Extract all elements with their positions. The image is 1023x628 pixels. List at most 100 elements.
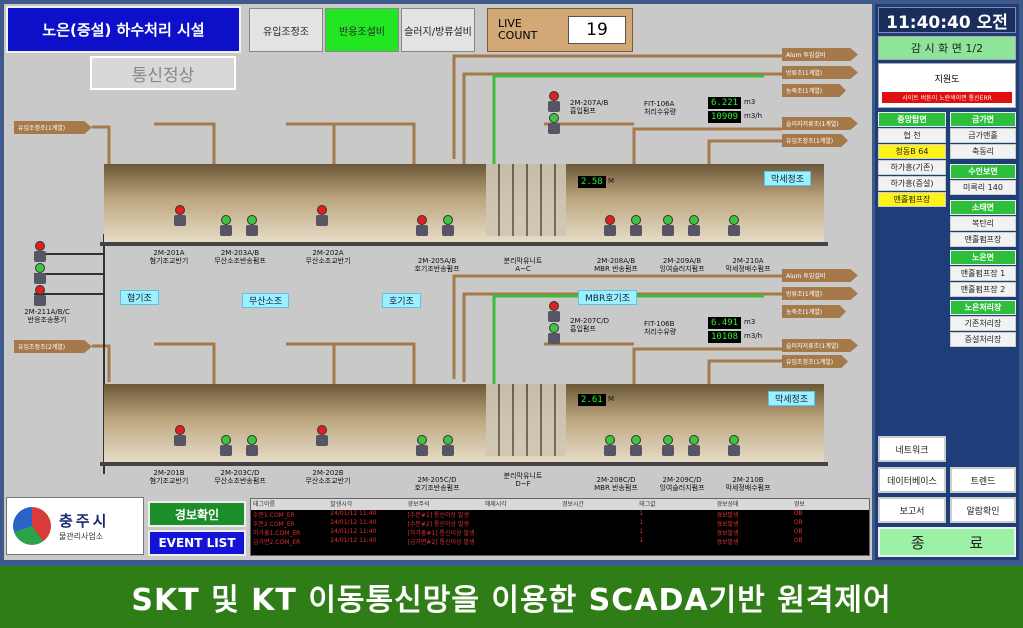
screen-title[interactable]: 감 시 화 면 1/2 (878, 36, 1016, 60)
blower-name: 2M-211A/B/C (24, 308, 70, 316)
table-cell (560, 510, 637, 519)
pump-203d[interactable] (244, 434, 260, 456)
zone-anoxic[interactable]: 무산소조 (242, 293, 290, 308)
pump-203c[interactable] (218, 434, 234, 456)
site-button[interactable]: 하가흥(증설) (878, 176, 946, 191)
table-cell (483, 510, 560, 519)
blower-211b[interactable] (32, 262, 48, 284)
pump-207b[interactable] (546, 112, 562, 134)
table-cell: 24/01/12 11:40 (330, 519, 377, 526)
pump-207a[interactable] (546, 90, 562, 112)
outlet-discharge[interactable]: 방류조(1계열) (782, 66, 858, 79)
pump-209d[interactable] (686, 434, 702, 456)
inflow-upper[interactable]: 유입조정조(1계열) (14, 121, 92, 134)
mixer-202a[interactable] (314, 204, 330, 226)
outlet-sludge[interactable]: 슬러지저류조(1계열) (782, 117, 858, 130)
outlet-inflow[interactable]: 유입조정조(1계열) (782, 134, 848, 147)
site-button[interactable]: 금가맨홀 (950, 128, 1016, 143)
outlet-thickener-lower[interactable]: 농축조(1계열) (782, 305, 846, 318)
pump-203b[interactable] (244, 214, 260, 236)
table-cell: [수문#1] 통신이상 발생 (407, 512, 470, 519)
site-button[interactable]: 기존처리장 (950, 316, 1016, 331)
alarm-confirm-button[interactable]: 알람확인 (950, 497, 1016, 523)
tab-reactor[interactable]: 반응조설비 (325, 8, 399, 52)
blower-211a[interactable] (32, 240, 48, 262)
lower-tank-floor (100, 462, 828, 466)
outlet-thickener[interactable]: 농축조(1계열) (782, 84, 846, 97)
zone-membrane-wash-lower[interactable]: 막세정조 (768, 391, 816, 406)
mixer-201b[interactable] (172, 424, 188, 446)
pump-210a[interactable] (726, 214, 742, 236)
pump-209c[interactable] (660, 434, 676, 456)
group-head: 중앙탑면 (878, 112, 946, 127)
site-button[interactable]: 맨홀펌프장 2 (950, 282, 1016, 297)
pump-205a[interactable] (414, 214, 430, 236)
pump-208d[interactable] (628, 434, 644, 456)
unit-desc: MBR 반송펌프 (594, 265, 638, 273)
unit-desc: 무산소조반송펌프 (214, 477, 266, 485)
pump-207c[interactable] (546, 300, 562, 322)
site-button[interactable]: 맨홀펌프장 (950, 232, 1016, 247)
unit-desc: 막세정배수펌프 (725, 484, 771, 492)
group-head: 수안보면 (950, 164, 1016, 179)
site-button[interactable]: 맨홀펌프장 1 (950, 266, 1016, 281)
table-cell: 수문2.COM_ER (253, 521, 295, 528)
site-button[interactable]: 증설처리장 (950, 332, 1016, 347)
comm-error-message: 사이트 버튼이 노란색이면 통신ERR (882, 92, 1012, 103)
tab-sludge[interactable]: 슬러지/방류설비 (401, 8, 475, 52)
site-button[interactable]: 축동리 (950, 144, 1016, 159)
pump-209a[interactable] (660, 214, 676, 236)
flow-rate-lower: 6.491 (708, 317, 742, 329)
trend-button[interactable]: 트렌드 (950, 467, 1016, 493)
report-button[interactable]: 보고서 (878, 497, 946, 523)
pump-210b[interactable] (726, 434, 742, 456)
site-button[interactable]: 청동B 64 (878, 144, 946, 159)
event-table[interactable]: 태그이름 발생시각 경보주석 해제시각 경보시간 태그값 경보상태 경보 수문1… (250, 498, 870, 556)
site-button[interactable]: 미륵리 140 (950, 180, 1016, 195)
blower-211c[interactable] (32, 284, 48, 306)
fit-name: FIT-106A (644, 100, 675, 108)
inflow-lower[interactable]: 유입조정조(2계열) (14, 340, 92, 353)
pump-205b[interactable] (440, 214, 456, 236)
alarm-ack-button[interactable]: 경보확인 (148, 501, 246, 527)
table-cell: 경보발생 (716, 539, 739, 546)
network-button[interactable]: 네트워크 (878, 436, 946, 462)
exit-button[interactable]: 종 료 (878, 527, 1016, 557)
site-button[interactable]: 맨홀펌프장 (878, 192, 946, 207)
mixer-202b[interactable] (314, 424, 330, 446)
pump-208b[interactable] (628, 214, 644, 236)
pump-208a[interactable] (602, 214, 618, 236)
site-button[interactable]: 협 천 (878, 128, 946, 143)
pump-208c[interactable] (602, 434, 618, 456)
unit-desc: 호기조반송펌프 (414, 265, 460, 273)
membrane-unit-upper (486, 164, 566, 236)
zone-membrane-wash-upper[interactable]: 막세정조 (764, 171, 812, 186)
outlet-alum-lower[interactable]: Alum 투입설비 (782, 269, 858, 282)
zone-aerobic[interactable]: 호기조 (382, 293, 421, 308)
zone-anaerobic[interactable]: 혐기조 (120, 290, 159, 305)
outlet-discharge-lower[interactable]: 방류조(1계열) (782, 287, 858, 300)
outlet-alum[interactable]: Alum 투입설비 (782, 48, 858, 61)
site-button[interactable]: 복탄리 (950, 216, 1016, 231)
unit-name: 2M-209A/B (662, 257, 702, 265)
tab-inflow-tank[interactable]: 유입조정조 (249, 8, 323, 52)
table-cell: 경보발생 (716, 530, 739, 537)
mixer-201a[interactable] (172, 204, 188, 226)
pump-209b[interactable] (686, 214, 702, 236)
station-info: 지원도 사이트 버튼이 노란색이면 통신ERR (878, 63, 1016, 108)
pump-203a[interactable] (218, 214, 234, 236)
database-button[interactable]: 데이터베이스 (878, 467, 946, 493)
pump-205c[interactable] (414, 434, 430, 456)
site-button[interactable]: 하가흥(기존) (878, 160, 946, 175)
pump-207d[interactable] (546, 322, 562, 344)
event-list-button[interactable]: EVENT LIST (148, 530, 246, 556)
outlet-sludge-lower[interactable]: 슬러지저류조(1계열) (782, 339, 858, 352)
pump-205d[interactable] (440, 434, 456, 456)
outlet-inflow-lower[interactable]: 유입조정조(1계열) (782, 355, 848, 368)
zone-mbr[interactable]: MBR호기조 (578, 290, 638, 305)
